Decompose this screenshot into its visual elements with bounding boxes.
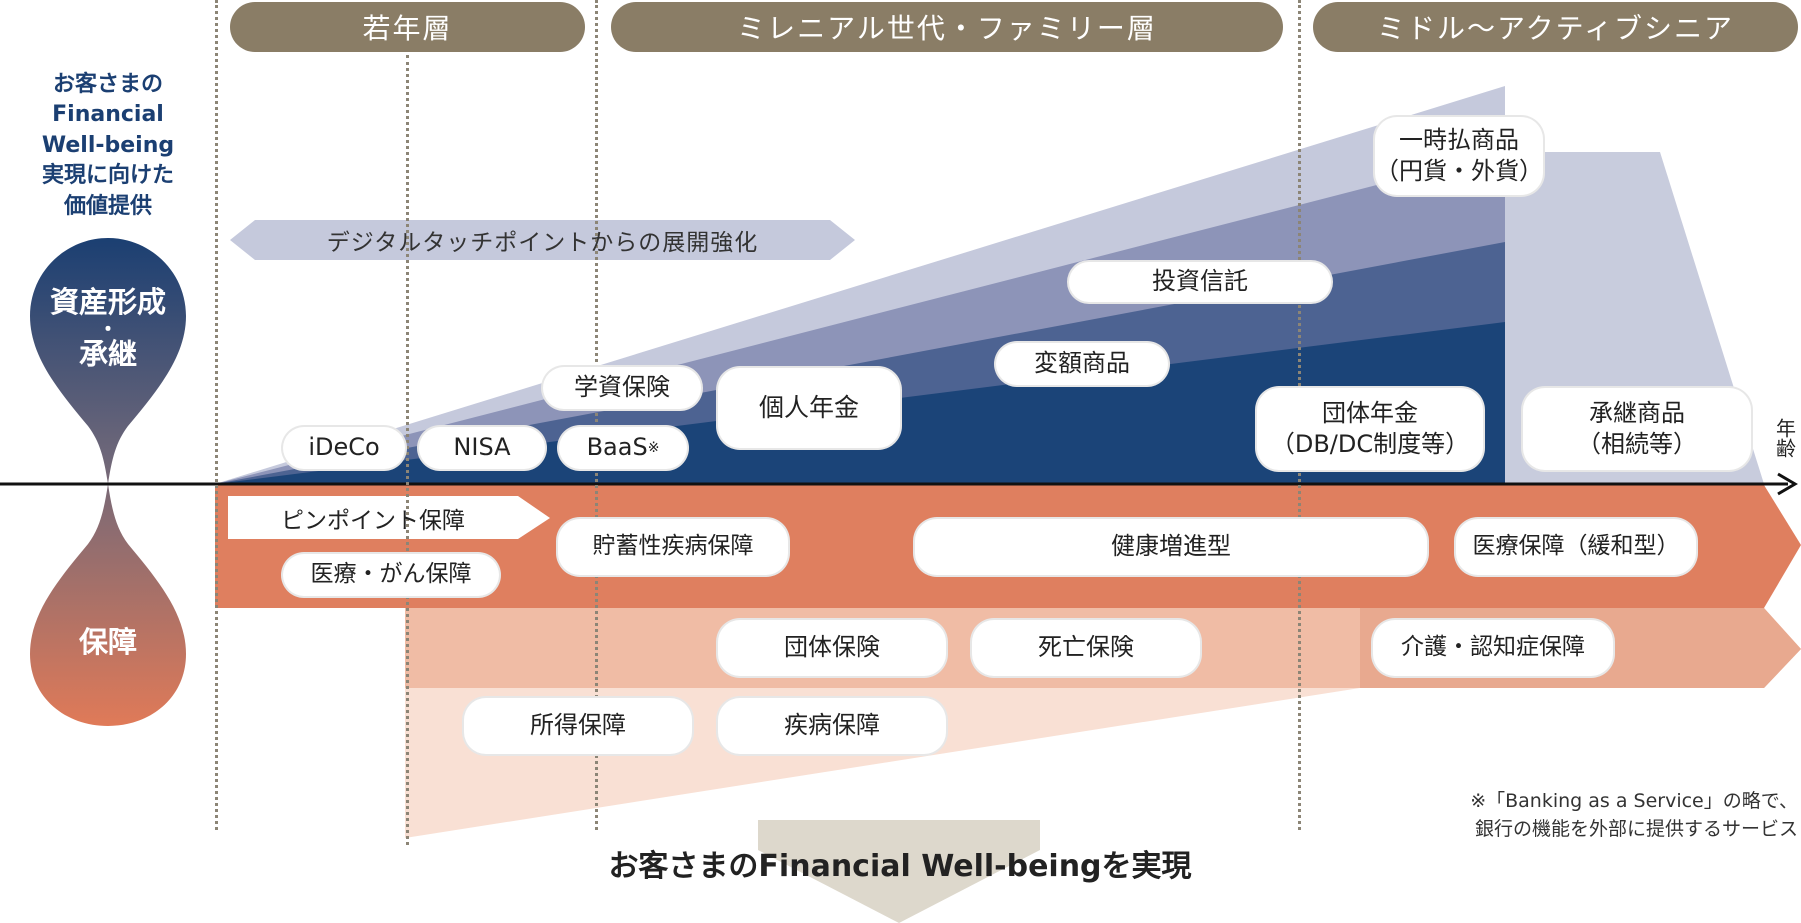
baas-mark: ※ (647, 439, 660, 456)
medical-relaxed-box: 医療保障（緩和型） (1456, 519, 1696, 575)
footnote-line2: 銀行の機能を外部に提供するサービス (1474, 818, 1798, 840)
header-middle: ミドル～アクティブシニア (1313, 2, 1798, 52)
value-line-4: 実現に向けた (41, 163, 174, 189)
variable-products-box: 変額商品 (996, 343, 1168, 385)
value-line-1: お客さまの (52, 72, 163, 98)
group-insurance-box: 団体保険 (718, 620, 946, 676)
single-premium-line2: （円貨・外貨） (1375, 157, 1543, 185)
footnote-line1: ※「Banking as a Service」の略で、 (1470, 790, 1798, 813)
group-pension-line1: 団体年金 (1322, 398, 1418, 427)
value-provision-text: お客さまの Financial Well-being 実現に向けた 価値提供 (10, 66, 206, 226)
income-protection-box: 所得保障 (464, 698, 692, 754)
divider-line-2 (406, 55, 409, 845)
single-premium-box: 一時払商品 （円貨・外貨） (1375, 117, 1543, 195)
asset-label-line2: 承継 (78, 336, 137, 371)
succession-line1: 承継商品 (1589, 398, 1685, 427)
side-drop-shape (30, 238, 186, 726)
nisa-box: NISA (419, 427, 545, 469)
investment-trust-box: 投資信託 (1069, 262, 1331, 302)
ideco-box: iDeCo (283, 427, 405, 469)
value-line-5: 価値提供 (63, 193, 152, 219)
single-premium-line1: 一時払商品 (1399, 125, 1519, 154)
group-pension-box: 団体年金 （DB/DC制度等） (1257, 388, 1483, 470)
succession-box: 承継商品 （相続等） (1523, 388, 1751, 470)
group-pension-line2: （DB/DC制度等） (1270, 430, 1470, 458)
header-millennial: ミレニアル世代・ファミリー層 (611, 2, 1283, 52)
age-axis-arrowhead (1777, 472, 1798, 496)
personal-pension-box: 個人年金 (718, 368, 900, 448)
baas-label: BaaS (586, 433, 648, 462)
baas-footnote: ※「Banking as a Service」の略で、 銀行の機能を外部に提供す… (1390, 784, 1798, 848)
divider-line-3 (595, 0, 598, 830)
value-line-3: Well-being (41, 132, 175, 158)
succession-line2: （相続等） (1577, 430, 1697, 458)
pinpoint-protection-text: ピンポイント保障 (281, 507, 465, 534)
asset-formation-label: 資産形成 ・ 承継 (30, 276, 186, 381)
protection-label: 保障 (78, 625, 137, 659)
savings-disease-box: 貯蓄性疾病保障 (558, 519, 788, 575)
conclusion-arrow (758, 820, 1040, 923)
medical-cancer-box: 医療・がん保障 (283, 554, 499, 596)
conclusion-text: お客さまのFinancial Well-beingを実現 (608, 849, 1192, 884)
death-insurance-box: 死亡保険 (972, 620, 1200, 676)
value-line-2: Financial (52, 102, 164, 128)
nursing-dementia-box: 介護・認知症保障 (1373, 620, 1613, 676)
age-axis-label: 年齢 (1772, 418, 1797, 458)
header-young: 若年層 (230, 2, 585, 52)
health-promotion-box: 健康増進型 (915, 519, 1427, 575)
digital-banner-text: デジタルタッチポイントからの展開強化 (326, 230, 759, 256)
divider-line-1 (215, 0, 218, 830)
baas-box: BaaS※ (559, 427, 687, 469)
pinpoint-arrow-shape (228, 496, 550, 539)
digital-banner-shape (230, 220, 855, 260)
asset-label-dot: ・ (98, 316, 118, 341)
disease-protection-box: 疾病保障 (718, 698, 946, 754)
education-insurance-box: 学資保険 (543, 367, 701, 409)
asset-label-line1: 資産形成 (49, 285, 166, 320)
